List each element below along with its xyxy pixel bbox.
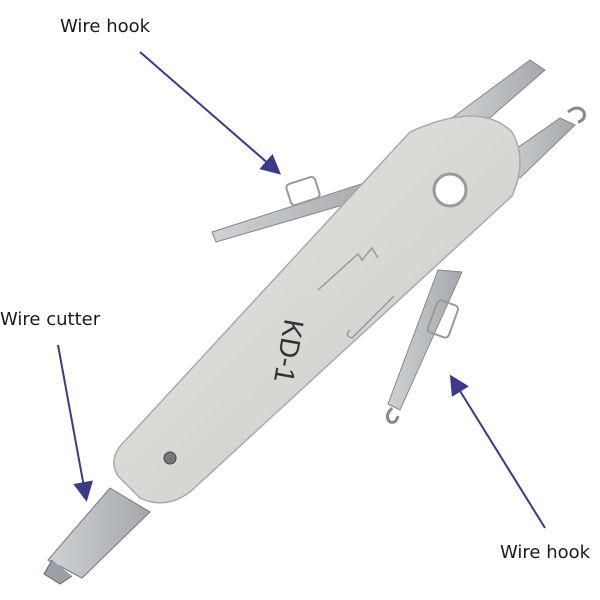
- tool-body: [113, 115, 521, 504]
- hanging-hole: [432, 172, 468, 208]
- embossed-hook-outline: [346, 295, 395, 339]
- arrow-bottom-hook: [449, 374, 546, 529]
- screw-icon: [163, 451, 177, 465]
- label-top-wire-hook: Wire hook: [60, 16, 151, 37]
- label-bottom-wire-hook: Wire hook: [500, 542, 591, 563]
- arrow-top-hook: [139, 51, 282, 175]
- arrow-cutter: [57, 344, 93, 502]
- embossed-blade-outline: [317, 246, 379, 291]
- wire-cutter-tip: [43, 487, 151, 585]
- label-wire-cutter: Wire cutter: [0, 309, 101, 330]
- right-wire-hook-blade: [385, 269, 463, 424]
